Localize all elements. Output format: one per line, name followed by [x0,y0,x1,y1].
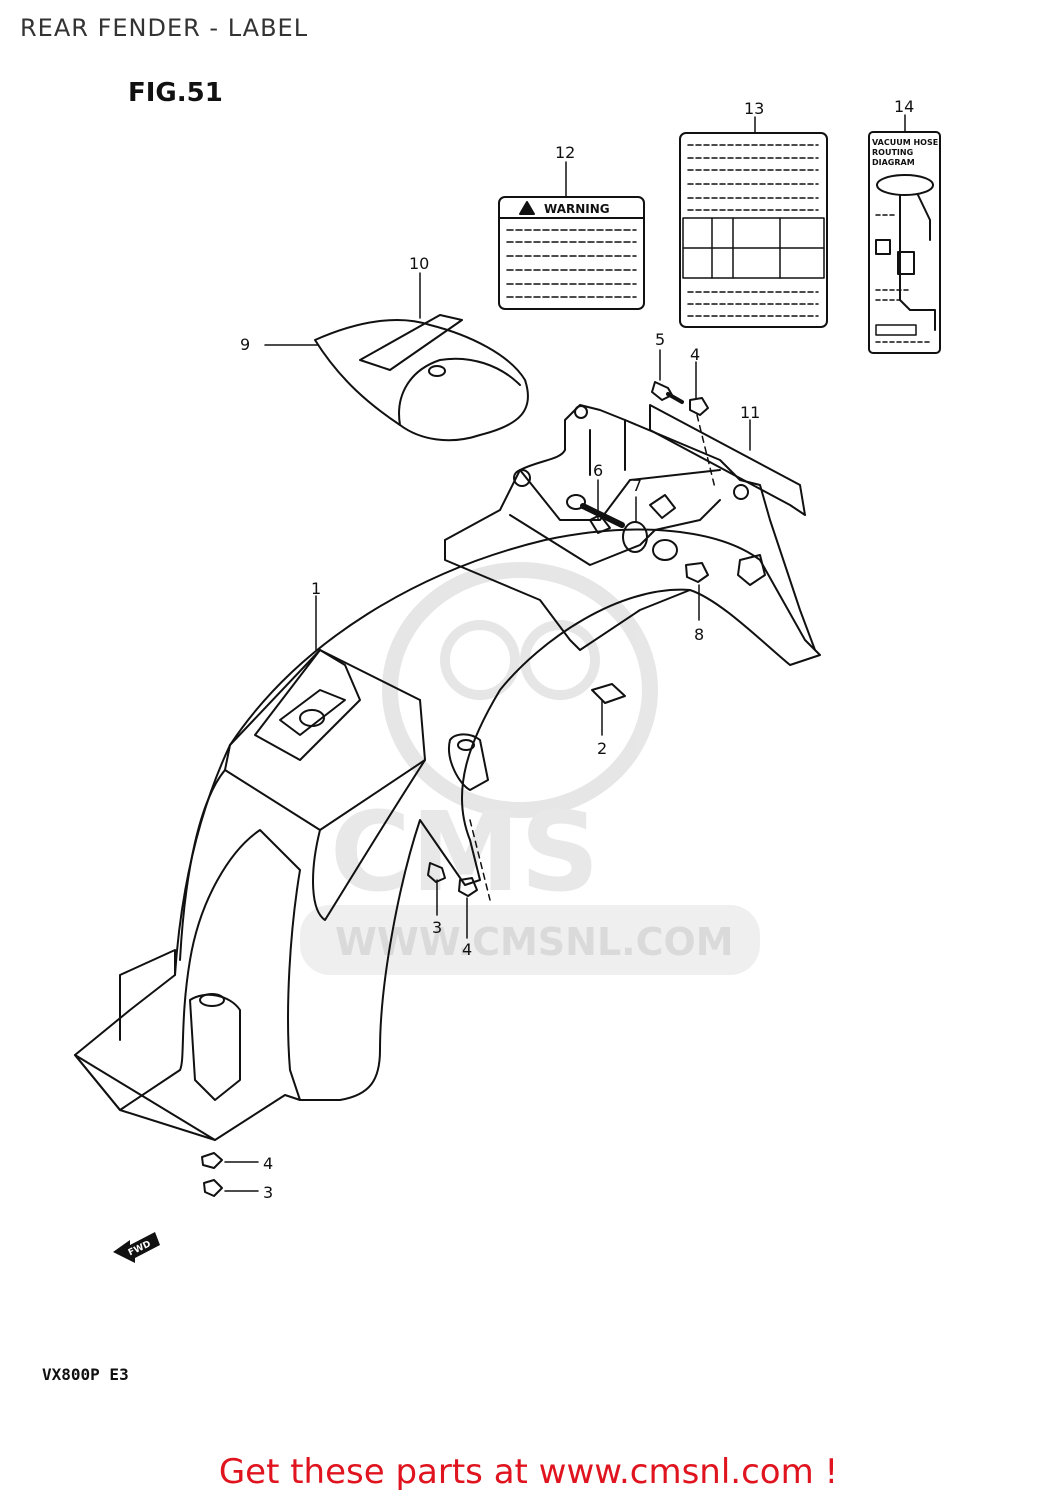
svg-text:ROUTING: ROUTING [872,148,913,157]
svg-text:DIAGRAM: DIAGRAM [872,158,915,167]
callouts: 1 2 3 3 4 4 4 5 6 7 8 9 10 11 12 13 14 [240,97,914,1202]
callout-11: 11 [740,403,760,422]
callout-1: 1 [311,579,321,598]
part-9-tool-bag [314,319,529,442]
vacuum-label-text: VACUUM HOSE ROUTING DIAGRAM [872,138,938,167]
model-code: VX800P E3 [42,1365,129,1384]
callout-4c: 4 [690,345,700,364]
part-13-info-label [679,132,828,328]
part-12-warning-label [498,196,645,310]
callout-7: 7 [632,476,642,495]
part-10-strap [359,314,463,371]
figure-label: FIG.51 [128,78,223,108]
callout-4b: 4 [263,1154,273,1173]
callout-5: 5 [655,330,665,349]
callout-8: 8 [694,625,704,644]
watermark: CMS WWW.CMSNL.COM [300,562,760,975]
svg-text:VACUUM HOSE: VACUUM HOSE [872,138,938,147]
part-11-strip [649,404,806,516]
callout-14: 14 [894,97,914,116]
leader-lines [224,114,906,1192]
get-parts-link[interactable]: Get these parts at www.cmsnl.com ! [218,1452,839,1492]
callout-3a: 3 [432,918,442,937]
callout-13: 13 [744,99,764,118]
warning-label-title: WARNING [544,202,610,216]
callout-4a: 4 [462,940,472,959]
callout-12: 12 [555,143,575,162]
callout-10: 10 [409,254,429,273]
part-2-tab [591,683,626,704]
watermark-url: WWW.CMSNL.COM [335,920,734,964]
callout-9: 9 [240,335,250,354]
callout-2: 2 [597,739,607,758]
rear-fender [74,404,821,1141]
hardware-parts [201,381,709,1197]
watermark-brand: CMS [330,788,599,916]
fwd-arrow-icon: FWD [113,1232,160,1263]
part-14-vacuum-label [868,131,941,354]
callout-3b: 3 [263,1183,273,1202]
callout-6: 6 [593,461,603,480]
page-title: REAR FENDER - LABEL [20,14,309,42]
